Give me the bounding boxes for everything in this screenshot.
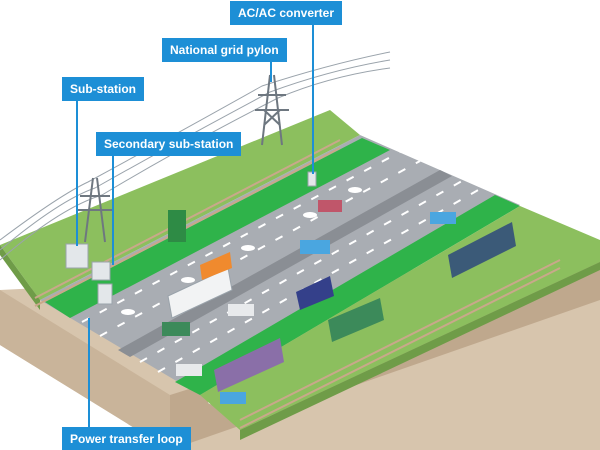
callout-sub-station: Sub-station [62,77,144,101]
fence-left [34,139,341,307]
vehicles [162,200,516,404]
converter-icon [307,171,317,187]
left-verge-edge [0,245,40,310]
car-white [228,304,254,316]
right-verge-edge [240,262,600,440]
road-sign [168,210,186,242]
earth-side-left [0,290,170,450]
charging-lane-left [45,138,390,318]
callout-national-grid-pylon: National grid pylon [162,38,287,62]
leader-sub-station [76,96,78,246]
car-blue [300,240,330,254]
fence-right [239,259,561,429]
lane-markings [81,151,481,373]
car-white-2 [176,364,202,376]
bus-green [328,298,384,342]
left-verge [0,110,360,300]
leader-national-grid-pylon [270,60,272,82]
charging-lane-right [175,195,520,395]
callout-secondary-sub-station: Secondary sub-station [96,132,242,156]
car-light-blue [430,212,456,224]
pylon-icon [78,177,112,243]
central-reservation [118,170,452,357]
van-orange [200,252,232,280]
car-green [162,322,190,336]
leader-secondary-sub-station [112,150,114,265]
pylon-icon [255,74,289,146]
car-red [318,200,342,212]
lorry-blue [448,222,516,278]
callout-power-transfer-loop: Power transfer loop [62,427,191,450]
van-navy [296,276,334,310]
leader-acac-converter [312,22,314,174]
substation-icon [65,243,113,305]
lorry-purple [214,338,284,392]
car-blue-2 [220,392,246,404]
callout-acac-converter: AC/AC converter [230,1,343,25]
right-verge [200,206,600,430]
leader-power-transfer-loop [88,318,90,428]
